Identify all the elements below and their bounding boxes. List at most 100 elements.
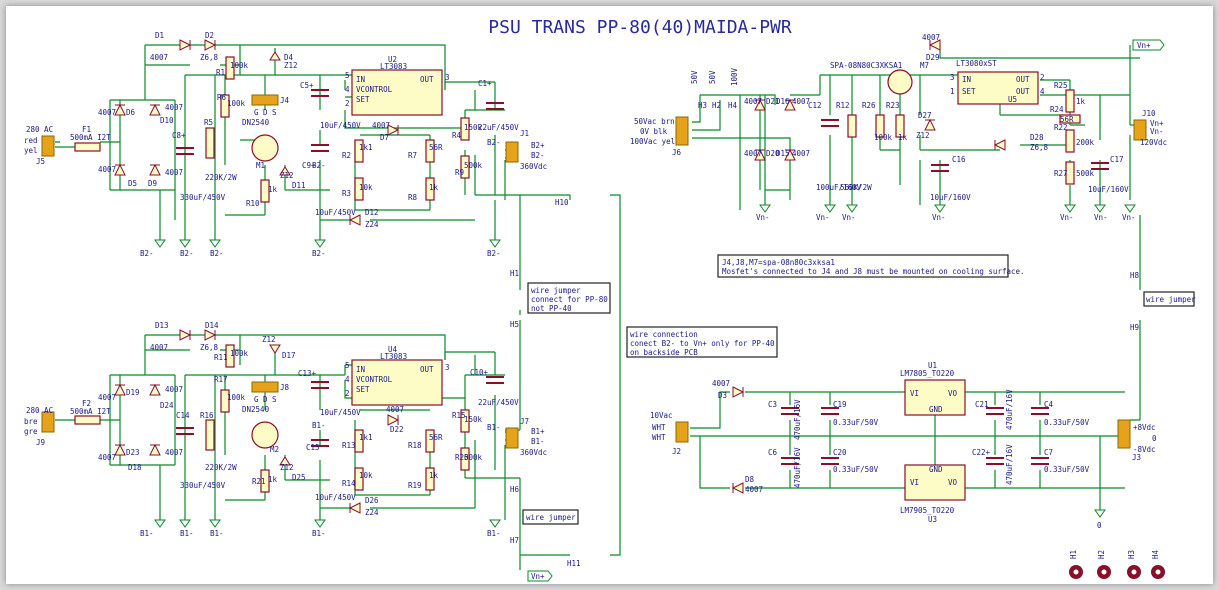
label: 560K/2W — [840, 183, 872, 192]
label: H10 — [555, 198, 569, 207]
label: 4007 — [165, 168, 183, 177]
label: D7 — [380, 133, 389, 142]
label: J4 — [280, 96, 290, 105]
label: OUT — [1016, 87, 1030, 96]
label: Vn+ — [531, 572, 545, 581]
label: D21 — [766, 97, 780, 106]
label: J5 — [36, 157, 45, 166]
label: B1- — [312, 421, 326, 430]
label: LT3083 — [380, 62, 407, 71]
label: 0 — [1152, 434, 1157, 443]
label: R25 — [1054, 81, 1068, 90]
label: 4007 — [712, 379, 730, 388]
label: 500mA I2T — [70, 133, 111, 142]
label: 470uF/16V — [793, 447, 802, 488]
label: 4007 — [165, 103, 183, 112]
label: SET — [356, 385, 370, 394]
label: 100k — [230, 61, 249, 70]
label: Z12 — [280, 463, 294, 472]
label: D15 — [776, 149, 790, 158]
label: 10uF/160V — [930, 193, 971, 202]
label: 360Vdc — [520, 448, 547, 457]
label: D28 — [1030, 133, 1044, 142]
label: 4007 — [98, 393, 116, 402]
label: 330uF/450V — [180, 193, 226, 202]
label: B2- — [312, 249, 326, 258]
label: J7 — [520, 417, 529, 426]
label: R13 — [342, 441, 356, 450]
label: R8 — [408, 193, 418, 202]
label: 5 — [345, 361, 350, 370]
label: Vn- — [816, 213, 830, 222]
label: R16 — [200, 411, 214, 420]
label: D1 — [155, 31, 164, 40]
label: R14 — [342, 479, 356, 488]
label: VI — [910, 389, 919, 398]
label: 0 — [1097, 521, 1102, 530]
label: B1- — [312, 529, 326, 538]
label: 10k — [359, 183, 373, 192]
label: 4007 — [98, 108, 116, 117]
label: 4007 — [98, 453, 116, 462]
label: H9 — [1130, 323, 1139, 332]
label: 470uF/16V — [1005, 389, 1014, 430]
label: 50V — [708, 70, 717, 84]
label: B1- — [531, 437, 545, 446]
label: R17 — [214, 375, 228, 384]
schematic-sheet: PSU TRANS PP-80(40)MAIDA-PWR — [6, 6, 1213, 584]
hole-label: H3 — [1127, 550, 1136, 559]
label: C8+ — [172, 131, 186, 140]
label: 4 — [345, 85, 350, 94]
label: DN2540 — [242, 405, 270, 414]
label: VI — [910, 478, 919, 487]
label: C19 — [833, 400, 847, 409]
label: D13 — [155, 321, 169, 330]
label: Vn- — [1060, 213, 1074, 222]
label: 1k — [268, 475, 278, 484]
hole-label: H2 — [1097, 550, 1106, 559]
label: 10uF/450V — [315, 493, 356, 502]
label: yel — [24, 146, 38, 155]
label: 500k — [464, 453, 483, 462]
label: SET — [962, 87, 976, 96]
label: 500k — [1076, 169, 1095, 178]
label: C12 — [808, 101, 822, 110]
label: R20 — [455, 453, 469, 462]
label: H4 — [728, 101, 738, 110]
label: B1+ — [531, 427, 545, 436]
label: B1- — [140, 529, 154, 538]
label: SPA-08N80C3XKSA1 — [830, 61, 902, 70]
label: 0.33uF/50V — [833, 418, 879, 427]
label: 2 — [345, 389, 350, 398]
label: Z12 — [284, 61, 298, 70]
label: 4007 — [922, 33, 940, 42]
label: Z12 — [262, 335, 276, 344]
label: G D S — [254, 395, 277, 404]
label: D3 — [718, 391, 727, 400]
label: Vn- — [1122, 213, 1136, 222]
label: C3 — [768, 400, 777, 409]
label: R10 — [246, 199, 260, 208]
label: 200k — [1076, 138, 1095, 147]
label: R5 — [204, 118, 213, 127]
label: IN — [356, 75, 365, 84]
label: 1k — [1076, 97, 1086, 106]
label: 10uF/450V — [320, 121, 361, 130]
label: Vn+ — [1137, 41, 1151, 50]
label: C4 — [1044, 400, 1054, 409]
label: 4007 — [792, 97, 810, 106]
label: 4007 — [744, 97, 762, 106]
label: -8Vdc — [1133, 445, 1156, 454]
label: H11 — [567, 559, 581, 568]
label: 100k — [874, 133, 893, 142]
ground-symbols — [154, 39, 1165, 582]
label: 4007 — [372, 121, 390, 130]
label: H3 — [698, 101, 707, 110]
label: D9 — [148, 179, 157, 188]
label: 100k — [227, 99, 246, 108]
label: 10uF/160V — [1088, 185, 1129, 194]
label: 56R — [1060, 115, 1074, 124]
label: +8Vdc — [1133, 423, 1156, 432]
connectors — [41, 94, 1147, 449]
label: J1 — [520, 129, 529, 138]
